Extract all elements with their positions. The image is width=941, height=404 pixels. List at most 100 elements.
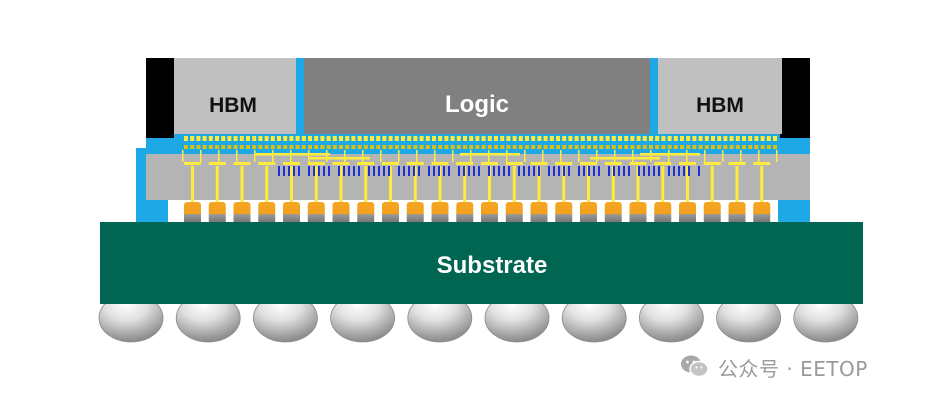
micro-bump-pad bbox=[270, 145, 275, 149]
micro-bump-pad bbox=[630, 145, 635, 149]
c4-bump bbox=[208, 202, 226, 224]
tsv bbox=[493, 166, 495, 176]
micro-bump bbox=[704, 136, 709, 141]
micro-bump-pad bbox=[419, 145, 424, 149]
via-line bbox=[488, 166, 491, 202]
trace-stub bbox=[470, 150, 472, 162]
micro-bump-pad bbox=[518, 145, 523, 149]
tsv bbox=[653, 166, 655, 176]
c4-bump bbox=[382, 202, 399, 224]
logic-die bbox=[304, 58, 650, 134]
micro-bump bbox=[301, 136, 306, 141]
micro-bump-pad bbox=[308, 145, 312, 149]
trace-stub bbox=[218, 150, 220, 162]
tsv bbox=[553, 166, 555, 176]
mold-compound-left bbox=[146, 58, 174, 138]
micro-bump-pad bbox=[233, 145, 238, 149]
tsv bbox=[628, 166, 630, 176]
hbm-die-left bbox=[174, 58, 296, 134]
trace-stub bbox=[380, 150, 382, 162]
c4-bump bbox=[332, 202, 350, 224]
tsv bbox=[638, 166, 640, 176]
micro-bump-pad bbox=[345, 145, 350, 149]
micro-bump bbox=[642, 136, 647, 141]
micro-bump bbox=[587, 136, 591, 141]
micro-bump bbox=[475, 136, 480, 141]
micro-bump bbox=[184, 136, 188, 141]
micro-bump bbox=[711, 136, 715, 141]
trace-stub bbox=[398, 150, 400, 162]
micro-bump bbox=[270, 136, 275, 141]
micro-bump-pad bbox=[388, 145, 393, 149]
micro-bump bbox=[401, 136, 405, 141]
trace-stub bbox=[344, 150, 346, 162]
via-line bbox=[191, 166, 194, 202]
trace-stub bbox=[326, 150, 328, 162]
micro-bump bbox=[444, 136, 449, 141]
micro-bump bbox=[766, 136, 771, 141]
micro-bump bbox=[680, 136, 684, 141]
micro-bump-pad bbox=[221, 145, 226, 149]
micro-bump bbox=[388, 136, 393, 141]
micro-bump bbox=[518, 136, 523, 141]
via-line bbox=[760, 166, 764, 202]
micro-bump bbox=[456, 136, 461, 141]
micro-bump-pad bbox=[624, 145, 629, 149]
micro-bump-pad bbox=[580, 145, 585, 149]
trace-stub bbox=[632, 150, 634, 162]
micro-bump-pad bbox=[401, 145, 405, 149]
micro-bump bbox=[661, 136, 666, 141]
c4-bump bbox=[703, 202, 721, 224]
logic-label: Logic bbox=[445, 91, 509, 118]
micro-bump-pad bbox=[711, 145, 715, 149]
micro-bump-pad bbox=[692, 145, 697, 149]
micro-bump-pad bbox=[246, 145, 250, 149]
trace-stub bbox=[758, 150, 760, 162]
micro-bump-pad bbox=[636, 145, 641, 149]
micro-bump bbox=[512, 136, 517, 141]
tsv bbox=[548, 166, 550, 176]
tsv bbox=[293, 166, 295, 176]
micro-bump bbox=[394, 136, 399, 141]
c4-bump bbox=[456, 202, 474, 224]
micro-bump bbox=[686, 136, 691, 141]
tsv bbox=[578, 166, 580, 176]
tsv bbox=[418, 166, 420, 176]
micro-bump-pad bbox=[394, 145, 399, 149]
micro-bump bbox=[326, 136, 331, 141]
through-silicon-vias bbox=[278, 166, 700, 176]
micro-bump bbox=[549, 136, 554, 141]
micro-bump bbox=[723, 136, 728, 141]
via-cap bbox=[530, 162, 548, 165]
via-line bbox=[389, 166, 392, 202]
micro-bump bbox=[438, 136, 443, 141]
micro-bump bbox=[425, 136, 430, 141]
trace-stub bbox=[308, 150, 310, 162]
micro-bump-pad bbox=[562, 145, 567, 149]
trace-stub bbox=[524, 150, 526, 162]
micro-bump bbox=[264, 136, 269, 141]
trace-stub bbox=[704, 150, 706, 162]
micro-bump-pad bbox=[556, 145, 560, 149]
tsv bbox=[373, 166, 375, 176]
via-line bbox=[240, 166, 244, 202]
redistribution-trace bbox=[590, 157, 660, 160]
tsv bbox=[643, 166, 645, 176]
trace-stub bbox=[254, 150, 256, 162]
micro-bump-pad bbox=[760, 145, 765, 149]
via-cap bbox=[208, 162, 226, 165]
c4-bump bbox=[728, 202, 746, 224]
hbm-left-label: HBM bbox=[209, 94, 257, 117]
micro-bump-pad bbox=[704, 145, 709, 149]
hbm-die-right bbox=[658, 58, 782, 134]
tsv bbox=[678, 166, 680, 176]
via-cap bbox=[258, 162, 276, 165]
tsv bbox=[648, 166, 650, 176]
micro-bump bbox=[543, 136, 548, 141]
micro-bump bbox=[450, 136, 455, 141]
trace-stub bbox=[560, 150, 562, 162]
micro-bump-pad bbox=[593, 145, 598, 149]
micro-bump-pad bbox=[382, 145, 387, 149]
micro-bump-pad bbox=[680, 145, 684, 149]
micro-bump-pad bbox=[599, 145, 604, 149]
